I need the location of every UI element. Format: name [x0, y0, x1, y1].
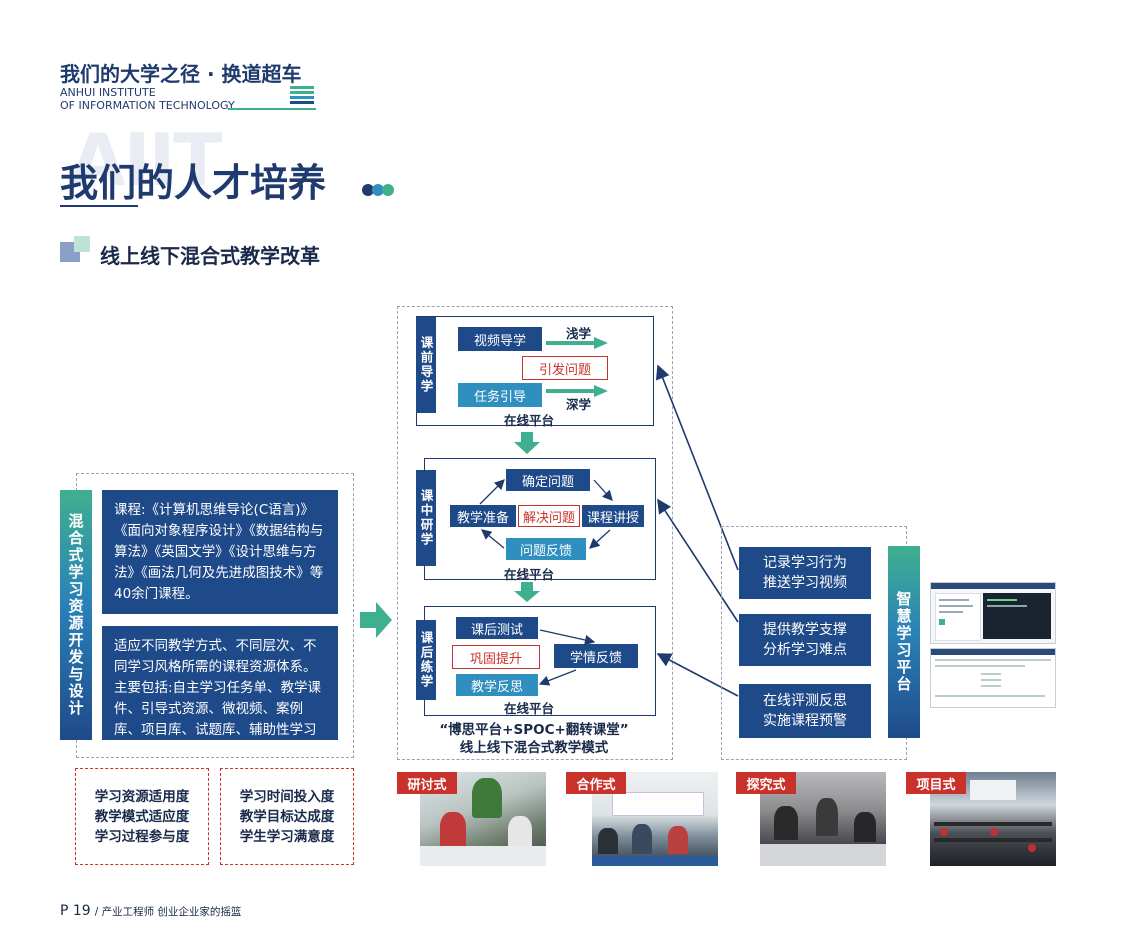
- page-number: P 19: [60, 903, 91, 919]
- pre-class-label-bar: 课前导学: [416, 317, 436, 413]
- post-class-label-bar: 课后练学: [416, 620, 436, 700]
- footer: P 19 / 产业工程师 创业企业家的摇篮: [60, 903, 241, 919]
- resource-box: 适应不同教学方式、不同层次、不同学习风格所需的课程资源体系。主要包括:自主学习任…: [102, 626, 338, 759]
- metric-participation: 学习过程参与度: [94, 828, 190, 845]
- metric-mode-fit: 教学模式适应度: [94, 808, 190, 825]
- metric-satisfaction: 学生学习满意度: [239, 828, 335, 845]
- metric-resource-fit: 学习资源适用度: [94, 788, 190, 805]
- smart-platform-label: 智慧学习平台: [894, 591, 913, 693]
- tag-inquiry: 探究式: [736, 772, 796, 794]
- shallow-label: 浅学: [566, 326, 592, 341]
- teaching-reflect-box: 教学反思: [456, 674, 538, 696]
- smart-platform-bar: 智慧学习平台: [888, 546, 920, 738]
- mid-class-label: 课中研学: [418, 489, 434, 547]
- platform-screenshot-1: [930, 582, 1056, 644]
- tag-seminar: 研讨式: [397, 772, 457, 794]
- metric-time-input: 学习时间投入度: [239, 788, 335, 805]
- building-icon: [290, 86, 314, 104]
- connector-arrows-icon: [655, 364, 739, 697]
- resource-text: 适应不同教学方式、不同层次、不同学习风格所需的课程资源体系。主要包括:自主学习任…: [114, 638, 322, 759]
- course-text: 课程:《计算机思维导论(C语言)》《面向对象程序设计》《数据结构与算法》《英国文…: [114, 502, 324, 602]
- tag-cooperative: 合作式: [566, 772, 626, 794]
- big-right-arrow-icon: [360, 602, 392, 638]
- record-behavior-box: 记录学习行为 推送学习视频: [739, 547, 871, 599]
- mid-platform-label: 在线平台: [504, 567, 555, 582]
- footer-text: / 产业工程师 创业企业家的摇篮: [94, 906, 242, 918]
- situation-feedback-box: 学情反馈: [554, 644, 638, 668]
- deep-arrow-icon: [546, 385, 608, 397]
- metrics-left-box: 学习资源适用度 教学模式适应度 学习过程参与度: [75, 768, 209, 865]
- record-behavior-line1: 记录学习行为: [763, 555, 847, 571]
- pre-class-label: 课前导学: [418, 336, 434, 394]
- online-eval-box: 在线评测反思 实施课程预警: [739, 684, 871, 738]
- subsection-title: 线上线下混合式教学改革: [100, 244, 320, 268]
- teaching-support-line2: 分析学习难点: [763, 642, 847, 658]
- photo-cooperative: [592, 772, 718, 866]
- center-dashed-frame: [397, 306, 673, 760]
- down-arrow-icon-1: [514, 432, 540, 454]
- online-eval-line2: 实施课程预警: [763, 713, 847, 729]
- caption-line1: “博思平台+SPOC+翻转课堂”: [439, 722, 629, 738]
- watermark: AIIT: [70, 118, 222, 202]
- post-arrows-icon: [538, 629, 596, 686]
- platform-screenshot-2: [930, 648, 1056, 708]
- caption-line2: 线上线下混合式教学模式: [459, 740, 609, 756]
- teaching-prep-box: 教学准备: [450, 505, 516, 527]
- photo-seminar: [420, 772, 546, 866]
- solve-problem-box: 解决问题: [518, 505, 580, 527]
- task-guide-box: 任务引导: [458, 383, 542, 407]
- subsection-square-icon: [60, 236, 92, 262]
- mid-class-label-bar: 课中研学: [416, 470, 436, 566]
- lecture-box: 课程讲授: [582, 505, 644, 527]
- dots-decoration: [362, 184, 402, 198]
- post-test-box: 课后测试: [456, 617, 538, 639]
- consolidate-box: 巩固提升: [452, 645, 540, 669]
- left-vertical-label-bar: 混合式学习资源开发与设计: [60, 490, 92, 740]
- tag-project: 项目式: [906, 772, 966, 794]
- header-title: 我们的大学之径 · 换道超车: [60, 62, 302, 86]
- metrics-right-box: 学习时间投入度 教学目标达成度 学生学习满意度: [220, 768, 354, 865]
- teaching-support-box: 提供教学支撑 分析学习难点: [739, 614, 871, 666]
- down-arrow-icon-2: [514, 582, 540, 602]
- section-title-underline: [60, 205, 138, 207]
- deep-label: 深学: [566, 397, 592, 412]
- institute-line1: ANHUI INSTITUTE: [60, 86, 156, 99]
- problem-feedback-box: 问题反馈: [506, 538, 586, 560]
- issue-box: 引发问题: [522, 356, 608, 380]
- online-eval-line1: 在线评测反思: [763, 693, 847, 709]
- post-platform-label: 在线平台: [504, 701, 555, 716]
- teaching-support-line1: 提供教学支撑: [763, 622, 847, 638]
- post-class-label: 课后练学: [418, 631, 434, 689]
- header-underline: [228, 108, 316, 110]
- mid-cycle-arrows-icon: [479, 479, 613, 549]
- confirm-problem-box: 确定问题: [506, 469, 590, 491]
- section-title: 我们的人才培养: [60, 161, 327, 205]
- shallow-arrow-icon: [546, 337, 608, 349]
- institute-line2: OF INFORMATION TECHNOLOGY: [60, 99, 235, 112]
- course-box: 课程:《计算机思维导论(C语言)》《面向对象程序设计》《数据结构与算法》《英国文…: [102, 490, 338, 614]
- left-vertical-label: 混合式学习资源开发与设计: [66, 513, 85, 717]
- video-guide-box: 视频导学: [458, 327, 542, 351]
- pre-platform-label: 在线平台: [504, 413, 555, 428]
- record-behavior-line2: 推送学习视频: [763, 575, 847, 591]
- metric-goal-achieve: 教学目标达成度: [239, 808, 335, 825]
